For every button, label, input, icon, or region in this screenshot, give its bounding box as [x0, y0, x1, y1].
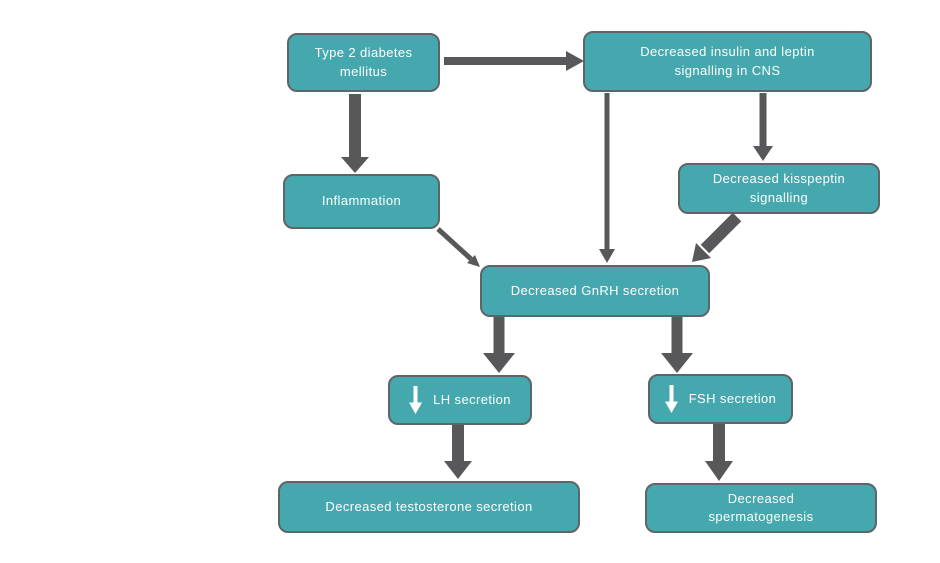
node-lh-secretion-label: LH secretion — [433, 391, 511, 407]
node-decreased-gnrh: Decreased GnRH secretion — [480, 265, 710, 317]
node-fsh-secretion: FSH secretion — [648, 374, 793, 424]
arrow-fsh-to-spermatogenesis — [705, 424, 733, 481]
arrow-insulin-to-gnrh — [599, 93, 615, 263]
node-type2-diabetes-label: Type 2 diabetes mellitus — [314, 45, 413, 79]
node-decreased-kisspeptin: Decreased kisspeptin signalling — [678, 163, 880, 214]
arrow-type2-to-inflammation — [341, 94, 369, 173]
arrow-gnrh-to-lh — [483, 317, 515, 373]
node-decreased-gnrh-label: Decreased GnRH secretion — [510, 282, 680, 298]
node-decreased-insulin-leptin-label: Decreased insulin and leptin signalling … — [640, 44, 815, 78]
node-decreased-kisspeptin-label: Decreased kisspeptin signalling — [712, 171, 846, 205]
node-decreased-testosterone-label: Decreased testosterone secretion — [325, 498, 533, 514]
node-decreased-insulin-leptin: Decreased insulin and leptin signalling … — [583, 31, 872, 92]
arrow-inflammation-to-gnrh — [436, 227, 480, 267]
node-decreased-spermatogenesis: Decreased spermatogenesis — [645, 483, 877, 533]
node-fsh-secretion-label: FSH secretion — [688, 390, 777, 406]
arrow-gnrh-to-fsh — [661, 317, 693, 373]
node-inflammation: Inflammation — [283, 174, 440, 229]
arrow-insulin-to-kisspeptin — [753, 93, 773, 161]
arrow-type2-to-insulin — [444, 51, 584, 71]
node-inflammation-label: Inflammation — [321, 193, 402, 209]
decrease-arrow-icon — [664, 385, 678, 413]
node-lh-secretion: LH secretion — [388, 375, 532, 425]
node-type2-diabetes: Type 2 diabetes mellitus — [287, 33, 440, 92]
decrease-arrow-icon — [409, 386, 423, 414]
node-decreased-spermatogenesis-label: Decreased spermatogenesis — [708, 490, 814, 524]
arrow-kisspeptin-to-gnrh — [692, 212, 742, 262]
node-decreased-testosterone: Decreased testosterone secretion — [278, 481, 580, 533]
arrow-lh-to-testosterone — [444, 425, 472, 479]
